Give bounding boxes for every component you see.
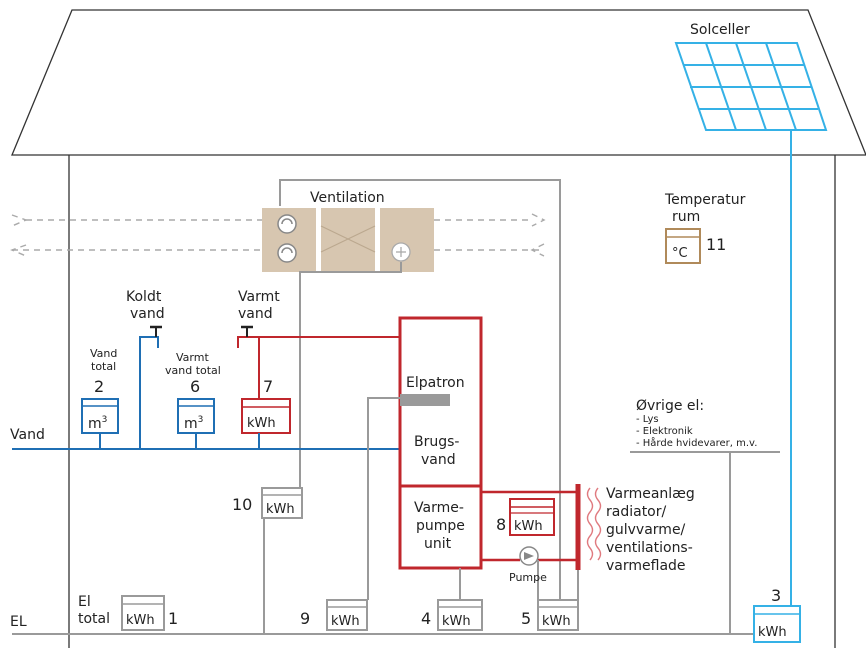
meter-7-unit: kWh — [247, 416, 276, 431]
meter-7-number: 7 — [263, 377, 273, 396]
meter-2-unit: m — [88, 416, 102, 432]
house — [11, 9, 866, 648]
meter-5: kWh — [537, 599, 579, 631]
meter-4: kWh — [437, 568, 483, 631]
solar-label: Solceller — [690, 22, 750, 38]
meter-8-number: 8 — [496, 515, 506, 534]
meter-1-unit: kWh — [126, 613, 155, 628]
cold-water-label-2: vand — [130, 306, 165, 322]
meter-3-unit: kWh — [758, 625, 787, 640]
hot-water-label: Varmt — [238, 289, 280, 305]
other-el-item: - Hårde hvidevarer, m.v. — [636, 436, 757, 449]
heat-pump-unit-label-2: pumpe — [416, 518, 465, 534]
meter-8-unit: kWh — [514, 519, 543, 534]
meter-4-unit: kWh — [442, 614, 471, 629]
immersion-heater — [400, 394, 450, 406]
svg-text:m3: m3 — [88, 415, 107, 432]
temperature-unit: °C — [672, 246, 688, 261]
meter-9: kWh — [326, 448, 369, 631]
meter-6-unit-sup: 3 — [198, 415, 204, 425]
roof — [11, 9, 866, 156]
other-el-item: - Lys — [636, 414, 659, 425]
meter-10-unit: kWh — [266, 502, 295, 517]
meter-10-number: 10 — [232, 495, 252, 514]
temperature-label-2: rum — [672, 209, 700, 225]
meter-1: kWh — [121, 595, 165, 631]
ventilation-label: Ventilation — [310, 190, 385, 206]
pump-label: Pumpe — [509, 571, 547, 584]
svg-text:m3: m3 — [184, 415, 203, 432]
meter-2-caption: Vand — [90, 347, 117, 360]
cold-water-label: Koldt — [126, 289, 162, 305]
meter-2: m3 — [81, 398, 119, 449]
heating-label: Varmeanlæg — [606, 486, 695, 502]
meter-10: kWh — [261, 487, 303, 634]
meter-2-number: 2 — [94, 377, 104, 396]
meter-5-number: 5 — [521, 609, 531, 628]
meter-6-caption-2: vand total — [165, 364, 221, 377]
meter-1-number: 1 — [168, 609, 178, 628]
other-el-item: - Elektronik — [636, 426, 693, 437]
meter-9-number: 9 — [300, 609, 310, 628]
heat-pump-unit-label-3: unit — [424, 536, 452, 552]
fan-icon — [277, 214, 297, 234]
other-el-line — [630, 451, 780, 634]
fan-icon — [277, 243, 297, 263]
heating-label-5: varmeflade — [606, 558, 686, 574]
elpatron-label: Elpatron — [406, 375, 465, 391]
hot-water-tap — [237, 325, 400, 400]
temperature-label: Temperatur — [664, 192, 746, 208]
meter-2-caption-2: total — [91, 360, 116, 373]
meter-6: m3 — [177, 398, 215, 449]
ventilation-unit — [262, 179, 561, 600]
solar-panel — [674, 42, 828, 606]
hot-water-tank — [367, 316, 483, 570]
pump-icon — [519, 546, 539, 600]
meter-7: kWh — [241, 398, 291, 449]
meter-8: kWh — [509, 498, 555, 536]
temperature-meter-11: °C 11 — [665, 228, 726, 264]
heating-circuit — [481, 484, 581, 600]
el-line-label: EL — [10, 614, 27, 630]
meter-2-unit-sup: 3 — [102, 415, 108, 425]
meter-1-caption-2: total — [78, 611, 110, 627]
temperature-number: 11 — [706, 235, 726, 254]
hot-water-label-2: vand — [238, 306, 273, 322]
heating-label-2: radiator/ — [606, 504, 667, 520]
meter-4-number: 4 — [421, 609, 431, 628]
heating-label-3: gulvvarme/ — [606, 522, 686, 538]
meter-6-unit: m — [184, 416, 198, 432]
brugsvand-label-2: vand — [421, 452, 456, 468]
heat-pump-unit-label: Varme- — [414, 500, 464, 516]
meter-3-number: 3 — [771, 586, 781, 605]
meter-1-caption: El — [78, 594, 91, 610]
meter-5-unit: kWh — [542, 614, 571, 629]
air-flow-arrows — [10, 213, 546, 257]
water-line-label: Vand — [10, 427, 45, 443]
heating-waves-icon — [586, 487, 602, 561]
meter-9-unit: kWh — [331, 614, 360, 629]
cold-water-tap — [139, 325, 162, 449]
meter-6-number: 6 — [190, 377, 200, 396]
meter-6-caption: Varmt — [176, 351, 209, 364]
meter-3: kWh — [753, 605, 801, 643]
heat-coil-icon — [391, 242, 411, 262]
brugsvand-label: Brugs- — [414, 434, 459, 450]
other-el-title: Øvrige el: — [636, 398, 704, 414]
heating-label-4: ventilations- — [606, 540, 693, 556]
